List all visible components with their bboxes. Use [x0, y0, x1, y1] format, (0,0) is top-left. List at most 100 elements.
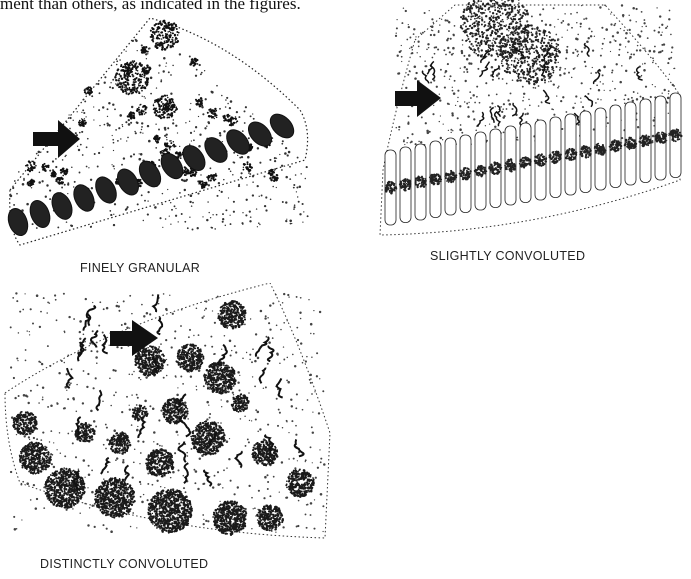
stipple-dot — [170, 93, 172, 95]
cell-stipple — [571, 154, 573, 156]
stipple-dot — [585, 65, 587, 67]
small-granule — [122, 69, 124, 71]
large-granule — [161, 48, 163, 50]
stipple-dot — [141, 129, 142, 130]
cell-stipple — [640, 137, 642, 139]
dense-granule — [541, 45, 543, 47]
stipple-dot — [281, 165, 283, 167]
stipple-dot — [604, 38, 605, 39]
stipple-dot — [296, 191, 297, 192]
small-granule — [172, 107, 174, 109]
dense-granule — [517, 12, 519, 14]
stipple-dot — [214, 322, 216, 324]
stipple-dot — [272, 186, 274, 188]
dense-granule — [467, 20, 469, 22]
stipple-dot — [245, 106, 247, 108]
dense-granule — [508, 37, 510, 39]
large-granule — [166, 35, 168, 37]
stipple-dot — [108, 124, 110, 126]
cell-stipple — [463, 173, 465, 175]
cell-stipple — [609, 146, 611, 148]
dense-granule — [475, 33, 477, 35]
stipple-dot — [136, 121, 138, 123]
stipple-dot — [99, 125, 100, 126]
dense-granule — [505, 71, 507, 73]
small-granule — [212, 109, 214, 111]
cell-stipple — [488, 167, 490, 169]
stipple-dot — [618, 54, 620, 56]
cell-stipple — [448, 179, 450, 181]
stipple-dot — [475, 129, 477, 131]
cell-stipple — [467, 167, 469, 169]
stipple-dot — [463, 71, 465, 73]
small-granule — [229, 119, 230, 120]
stipple-dot — [670, 34, 672, 36]
cell-stipple — [510, 158, 513, 161]
dense-granule — [506, 63, 508, 65]
dense-granule — [511, 60, 513, 62]
dense-granule — [535, 37, 536, 38]
stipple-dot — [137, 50, 138, 51]
stipple-dot — [553, 83, 555, 85]
stipple-dot — [622, 16, 624, 18]
stipple-dot — [33, 484, 35, 486]
stipple-dot — [109, 86, 111, 88]
cell-stipple — [557, 151, 559, 153]
caption-finely-granular: FINELY GRANULAR — [80, 261, 200, 275]
dense-granule — [519, 23, 521, 25]
stipple-dot — [406, 142, 407, 143]
dense-granule — [526, 51, 528, 53]
stipple-dot — [556, 95, 557, 96]
stipple-dot — [200, 174, 201, 175]
stipple-dot — [158, 129, 160, 131]
dense-granule — [470, 32, 472, 34]
slightly-convoluted-illustration — [375, 0, 691, 240]
stipple-dot — [466, 103, 468, 105]
large-granule — [119, 83, 121, 85]
large-granule — [167, 23, 169, 25]
stipple-dot — [411, 52, 413, 54]
small-granule — [273, 172, 275, 174]
stipple-dot — [230, 171, 232, 173]
cell-stipple — [575, 151, 577, 153]
stipple-dot — [115, 83, 116, 84]
large-granule — [132, 87, 133, 88]
stipple-dot — [448, 30, 450, 32]
stipple-dot — [241, 172, 243, 174]
stipple-dot — [310, 446, 312, 448]
stipple-dot — [191, 140, 192, 141]
stipple-dot — [95, 377, 97, 379]
dense-granule — [475, 53, 476, 54]
stipple-dot — [460, 68, 461, 69]
stipple-dot — [56, 319, 58, 321]
cell-stipple — [541, 153, 543, 155]
dense-granule — [486, 29, 488, 31]
dense-granule — [478, 32, 480, 34]
cell-stipple — [507, 163, 510, 166]
dense-granule — [476, 24, 478, 26]
large-granule — [132, 60, 134, 62]
large-granule — [154, 112, 156, 114]
small-granule — [232, 124, 234, 126]
dense-granule — [557, 62, 558, 63]
stipple-dot — [295, 425, 297, 427]
cell-stipple — [418, 176, 420, 178]
dense-granule — [475, 34, 477, 36]
small-granule — [194, 64, 196, 66]
stipple-dot — [484, 21, 486, 23]
small-granule — [147, 51, 149, 53]
dense-granule — [480, 7, 482, 9]
stipple-dot — [619, 81, 622, 84]
dense-granule — [520, 65, 522, 67]
stipple-dot — [449, 79, 450, 80]
dense-granule — [505, 59, 507, 61]
large-granule — [156, 46, 159, 49]
stipple-dot — [145, 53, 147, 55]
cell-stipple — [613, 146, 615, 148]
stipple-dot — [55, 299, 57, 301]
cell-stipple — [680, 134, 682, 136]
dense-granule — [497, 7, 499, 9]
small-granule — [154, 137, 156, 139]
dense-granule — [521, 49, 523, 51]
large-granule — [141, 64, 143, 66]
